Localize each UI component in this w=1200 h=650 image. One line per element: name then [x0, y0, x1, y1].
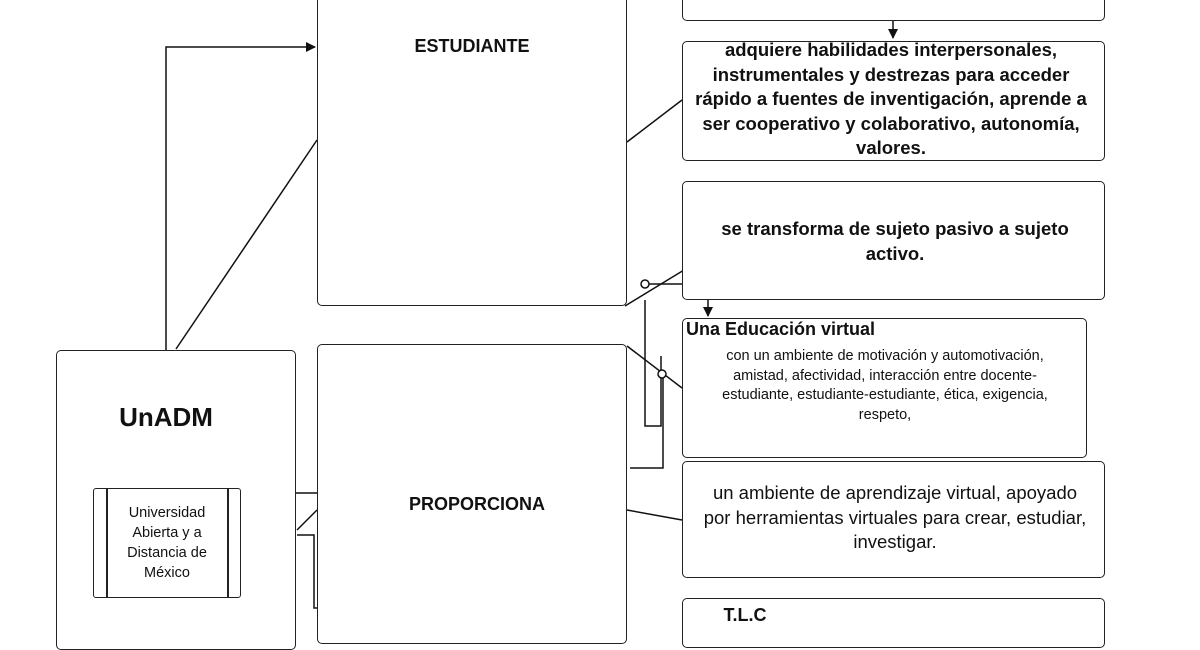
node-educacion — [682, 318, 1087, 458]
node-transforma — [682, 181, 1105, 300]
node-proporciona-label: PROPORCIONA — [408, 494, 545, 514]
connector-estudiante-transforma — [624, 269, 685, 307]
node-unadm-title: UnADM — [119, 402, 213, 432]
connector-diag-unadm-estudiante — [175, 139, 318, 350]
connector-unadm-estudiante — [165, 42, 316, 375]
node-unadm-full — [93, 488, 241, 598]
node-unadm-full-divider-right — [227, 488, 229, 598]
connector-proporciona-educacion — [626, 345, 683, 389]
node-unadm-full-divider-left — [106, 488, 108, 598]
node-estudiante — [317, 0, 627, 306]
connector-loop-outer — [630, 372, 664, 469]
node-ambiente — [682, 461, 1105, 578]
node-unadm-full-label: Universidad Abierta y a Distancia de Méx… — [127, 505, 207, 581]
node-habilidades — [682, 41, 1105, 161]
connector-proporciona-ambiente — [626, 509, 683, 521]
node-estudiante-label: ESTUDIANTE — [414, 36, 530, 56]
node-educacion-title: Una Educación virtual — [686, 319, 876, 339]
node-ambiente-label: un ambiente de aprendizaje virtual, apoy… — [703, 482, 1087, 552]
node-box-top — [682, 0, 1105, 21]
node-tlc-label: T.L.C — [723, 605, 767, 625]
node-habilidades-label: adquiere habilidades interpersonales, in… — [695, 39, 1087, 158]
node-proporciona — [317, 344, 627, 644]
node-educacion-body: con un ambiente de motivación y automoti… — [722, 348, 1048, 423]
connector-diag-unadm-proporciona — [296, 509, 318, 531]
connector-bridge — [657, 369, 667, 379]
connector-estudiante-habilidades — [626, 99, 683, 143]
node-transforma-label: se transforma de sujeto pasivo a sujeto … — [721, 218, 1069, 264]
connector-bridge — [640, 279, 650, 289]
connector-loop-transforma-educacion — [644, 300, 662, 427]
